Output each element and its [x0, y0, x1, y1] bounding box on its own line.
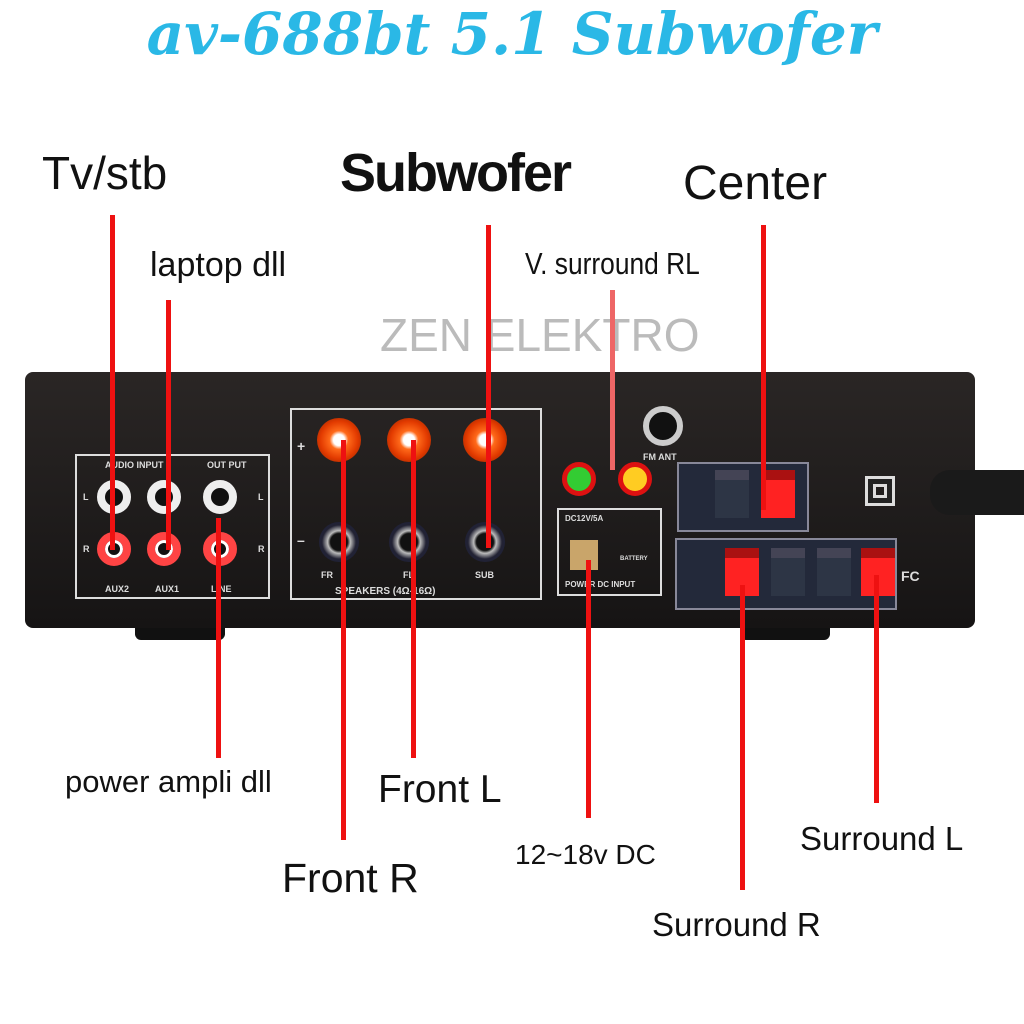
- line-dc: [586, 560, 591, 818]
- audio-input-label: AUDIO INPUT: [105, 460, 164, 470]
- line-front-l: [411, 440, 416, 758]
- power-cable: [930, 470, 1024, 515]
- label-dc: 12~18v DC: [515, 839, 656, 870]
- l-label-out: L: [258, 492, 264, 502]
- amplifier-rear-panel: AUDIO INPUT OUT PUT L R L R AUX2 AUX1 LI…: [25, 372, 975, 628]
- line-surround-l: [874, 575, 879, 803]
- fm-ant-label: FM ANT: [643, 452, 677, 462]
- fr-label: FR: [321, 570, 333, 580]
- label-tv-stb: Tv/stb: [42, 147, 168, 199]
- fr-plus-terminal[interactable]: [317, 418, 361, 462]
- fl-plus-terminal[interactable]: [387, 418, 431, 462]
- r-label-out: R: [258, 544, 265, 554]
- label-surround-r: Surround R: [652, 906, 821, 943]
- fl-label: FL: [403, 570, 414, 580]
- line-subwofer: [486, 225, 491, 548]
- center-minus-clip[interactable]: [715, 470, 749, 518]
- minus-label: –: [297, 532, 305, 548]
- surround-clip-2[interactable]: [771, 548, 805, 596]
- speakers-box: [290, 408, 542, 600]
- label-v-surround-rl: V. surround RL: [525, 246, 700, 281]
- watermark: ZEN ELEKTRO: [380, 309, 700, 361]
- speakers-label: SPEAKERS (4Ω-16Ω): [335, 586, 436, 597]
- aux1-r-jack[interactable]: [147, 532, 181, 566]
- aux1-label: AUX1: [155, 584, 180, 594]
- aux2-label: AUX2: [105, 584, 130, 594]
- center-plus-clip[interactable]: [761, 470, 795, 518]
- aux1-l-jack[interactable]: [147, 480, 181, 514]
- surround-clip-3[interactable]: [817, 548, 851, 596]
- label-power-ampli: power ampli dll: [65, 764, 272, 799]
- line-l-jack[interactable]: [203, 480, 237, 514]
- audio-io-box: [75, 454, 270, 599]
- line-v-surround: [610, 290, 615, 470]
- page-title: av-688bt 5.1 Subwofer: [146, 0, 878, 68]
- green-led-icon: [562, 462, 596, 496]
- line-surround-r: [740, 585, 745, 890]
- power-box: [557, 508, 662, 596]
- dc-spec-label: DC12V/5A: [565, 514, 604, 523]
- line-center: [761, 225, 766, 510]
- label-surround-l: Surround L: [800, 820, 964, 857]
- r-label: R: [83, 544, 90, 554]
- l-label: L: [83, 492, 89, 502]
- dc-power-jack[interactable]: [570, 540, 598, 570]
- double-insulation-icon: [865, 476, 895, 506]
- fl-minus-terminal[interactable]: [389, 522, 429, 562]
- label-laptop: laptop dll: [150, 246, 287, 284]
- fc-mark: FC: [901, 568, 920, 584]
- label-front-r: Front R: [282, 855, 419, 901]
- line-label: LINE: [211, 584, 232, 594]
- line-power-ampli: [216, 518, 221, 758]
- sub-minus-terminal[interactable]: [465, 522, 505, 562]
- fr-minus-terminal[interactable]: [319, 522, 359, 562]
- line-front-r: [341, 440, 346, 840]
- sub-label: SUB: [475, 570, 495, 580]
- yellow-led-icon: [618, 462, 652, 496]
- label-center: Center: [683, 157, 828, 210]
- fm-antenna-jack[interactable]: [643, 406, 683, 446]
- label-subwofer: Subwofer: [340, 143, 572, 203]
- output-label: OUT PUT: [207, 460, 247, 470]
- battery-label: BATTERY: [620, 556, 648, 562]
- line-laptop: [166, 300, 171, 550]
- sub-plus-terminal[interactable]: [463, 418, 507, 462]
- label-front-l: Front L: [378, 768, 502, 811]
- plus-label: +: [297, 438, 306, 454]
- line-tv-stb: [110, 215, 115, 550]
- power-input-label: POWER DC INPUT: [565, 580, 636, 589]
